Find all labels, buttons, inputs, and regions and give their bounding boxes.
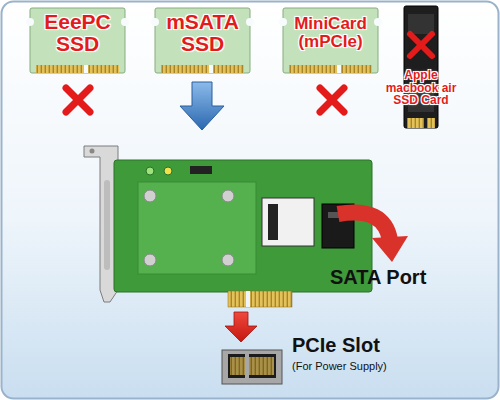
led — [146, 167, 154, 175]
standoff — [222, 254, 234, 266]
port-label: SATA Port — [330, 266, 426, 288]
msata-card — [151, 8, 254, 73]
slot-key — [245, 354, 249, 378]
slot-label: PCIe Slot — [292, 334, 380, 356]
msata-socket — [262, 198, 314, 246]
slot-opening — [228, 354, 276, 378]
eeepc-card — [26, 8, 129, 73]
stick-board — [404, 6, 438, 128]
bracket-hole — [90, 149, 95, 154]
node-text: Apple macbook air SSD Card — [378, 69, 464, 107]
sata-arrow — [338, 212, 390, 240]
pcie-arrow — [225, 312, 257, 342]
slot-pins — [230, 357, 274, 375]
slot-body — [222, 350, 282, 384]
metal-bracket — [84, 146, 118, 302]
reject-cross — [320, 88, 344, 112]
note-text: (For Power Supply) — [292, 360, 387, 372]
gold-fingers — [407, 118, 435, 128]
card-label: MiniCard (mPCIe) — [283, 8, 378, 58]
bracket-slot — [104, 180, 110, 270]
cross-line — [410, 34, 432, 56]
node-text: mSATA SSD — [157, 11, 248, 55]
node-text: EeePC SSD — [32, 11, 123, 55]
insert-arrow — [180, 82, 224, 130]
socket-slot — [268, 204, 278, 240]
reject-cross — [66, 88, 90, 112]
apple-ssd-stick — [404, 6, 438, 128]
card-label: mSATA SSD — [155, 8, 250, 58]
minicard-card — [279, 8, 382, 73]
pcie-fingers — [228, 291, 292, 307]
adapter-card — [84, 146, 372, 307]
standoff — [144, 190, 156, 202]
node-text: MiniCard (mPCIe) — [285, 15, 376, 51]
standoff — [222, 190, 234, 202]
card-notch — [424, 118, 427, 128]
standoff — [144, 254, 156, 266]
card-label: EeePC SSD — [30, 8, 125, 58]
led — [164, 167, 172, 175]
pcie-notch — [246, 291, 250, 307]
cross-line — [320, 88, 344, 112]
card-label: Apple macbook air SSD Card — [376, 60, 466, 116]
cross-line — [410, 34, 432, 56]
cross-line — [66, 88, 90, 112]
sata-arrowhead — [372, 236, 408, 262]
cross-line — [66, 88, 90, 112]
chip — [408, 14, 434, 34]
reject-cross — [410, 34, 432, 56]
cross-line — [320, 88, 344, 112]
pcie-slot-icon — [222, 350, 282, 384]
card-area — [138, 182, 256, 274]
component — [190, 166, 212, 174]
